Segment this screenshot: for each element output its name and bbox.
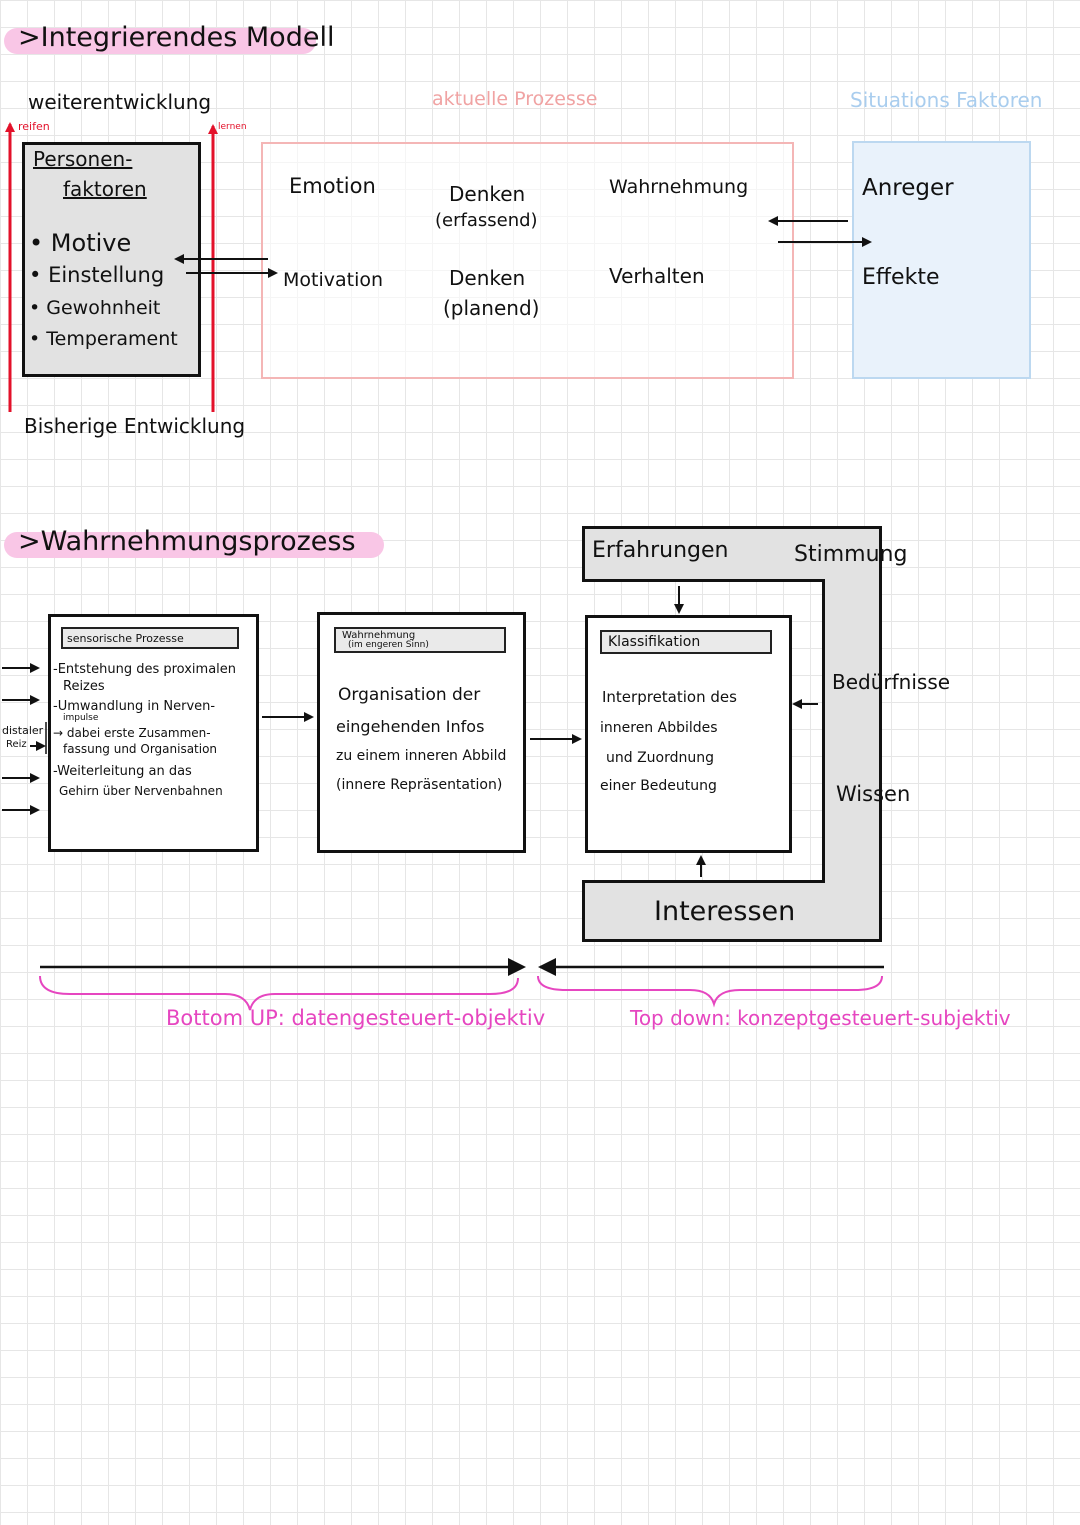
person-factor-item: • Einstellung xyxy=(29,263,165,287)
sensory-line: -Weiterleitung an das xyxy=(53,764,192,779)
process-denken-planend-line1: Denken xyxy=(449,266,526,290)
title-highlight-2 xyxy=(4,532,384,558)
perception-line: Organisation der xyxy=(338,685,481,705)
chevron-right-icon: > xyxy=(18,526,41,557)
situation-anreger: Anreger xyxy=(862,175,954,201)
person-factors-box: Personen- faktoren • Motive • Einstellun… xyxy=(22,142,201,377)
title-highlight-1 xyxy=(4,28,316,54)
top-down-brace xyxy=(537,975,883,1008)
perception-line: (innere Repräsentation) xyxy=(336,777,503,793)
sensory-line: Gehirn über Nervenbahnen xyxy=(59,784,223,798)
process-wahrnehmung: Wahrnehmung xyxy=(609,176,749,198)
process-emotion: Emotion xyxy=(289,174,376,198)
classification-title-bar: Klassifikation xyxy=(600,630,772,654)
section-title-text: Integrierendes Modell xyxy=(40,22,335,53)
perception-title-line1: Wahrnehmung xyxy=(342,630,416,641)
section-title-wahrnehmungsprozess: >Wahrnehmungsprozess xyxy=(18,526,356,557)
sensory-processes-box: sensorische Prozesse -Entstehung des pro… xyxy=(48,614,259,852)
classification-line: und Zuordnung xyxy=(606,750,715,766)
factor-wissen: Wissen xyxy=(836,782,911,806)
classification-title: Klassifikation xyxy=(608,634,701,650)
perception-line: zu einem inneren Abbild xyxy=(336,748,507,764)
current-processes-box: Emotion Denken (erfassend) Wahrnehmung M… xyxy=(261,142,794,379)
heading-aktuelle-prozesse: aktuelle Prozesse xyxy=(432,88,598,110)
classification-line: inneren Abbildes xyxy=(600,720,718,736)
top-down-arrowhead xyxy=(538,958,556,976)
lernen-label: lernen xyxy=(218,122,247,132)
factor-stimmung: Stimmung xyxy=(794,542,908,567)
frame-left-bottom xyxy=(582,880,585,942)
person-factor-item: • Gewohnheit xyxy=(29,297,161,319)
process-denken-erfassend-line2: (erfassend) xyxy=(435,210,538,231)
perception-line: eingehenden Infos xyxy=(336,717,485,736)
process-motivation: Motivation xyxy=(283,269,384,291)
process-verhalten: Verhalten xyxy=(609,264,705,288)
situation-factors-box: Anreger Effekte xyxy=(852,141,1031,379)
frame-right-band xyxy=(822,579,882,883)
perception-title-bar: Wahrnehmung (im engeren Sinn) xyxy=(334,627,506,653)
reiz-label: Reiz xyxy=(6,739,27,750)
chevron-right-icon: > xyxy=(18,22,41,53)
sensory-line: impulse xyxy=(63,713,99,723)
distaler-label: distaler xyxy=(2,724,44,737)
sensory-title: sensorische Prozesse xyxy=(67,632,184,645)
section-title-text: Wahrnehmungsprozess xyxy=(40,526,356,557)
frame-inner-line-right xyxy=(822,579,825,883)
factor-interessen: Interessen xyxy=(654,896,796,927)
factor-erfahrungen: Erfahrungen xyxy=(592,538,729,563)
top-down-frame xyxy=(582,526,882,942)
top-down-label: Top down: konzeptgesteuert-subjektiv xyxy=(630,1006,1011,1030)
sensory-line: -Entstehung des proximalen xyxy=(53,662,237,677)
person-factors-title-line2: faktoren xyxy=(63,177,147,201)
section-title-integrierendes-modell: >Integrierendes Modell xyxy=(18,22,334,53)
sensory-line: Reizes xyxy=(63,679,105,694)
frame-left-top xyxy=(582,526,585,582)
frame-bottom-band xyxy=(582,880,882,942)
frame-inner-line-bottom xyxy=(582,880,825,883)
situation-effekte: Effekte xyxy=(862,265,940,290)
factor-beduerfnisse: Bedürfnisse xyxy=(832,670,951,694)
perception-title-line2: (im engeren Sinn) xyxy=(348,640,429,650)
reifen-label: reifen xyxy=(18,120,50,133)
heading-situations-faktoren: Situations Faktoren xyxy=(850,88,1043,112)
frame-top-band xyxy=(582,526,882,582)
person-factors-title-line1: Personen- xyxy=(33,147,133,171)
sensory-line: → dabei erste Zusammen- xyxy=(53,726,211,740)
bisherige-entwicklung-label: Bisherige Entwicklung xyxy=(24,414,246,438)
classification-box: Klassifikation Interpretation des innere… xyxy=(585,615,792,853)
weiterentwicklung-label: weiterentwicklung xyxy=(28,90,212,114)
process-denken-erfassend-line1: Denken xyxy=(449,182,526,206)
process-denken-planend-line2: (planend) xyxy=(443,296,540,320)
sensory-line: fassung und Organisation xyxy=(63,742,218,756)
frame-inner-line-top xyxy=(582,579,825,582)
person-factor-item: • Motive xyxy=(29,229,132,257)
sensory-title-bar: sensorische Prozesse xyxy=(61,627,239,649)
perception-box: Wahrnehmung (im engeren Sinn) Organisati… xyxy=(317,612,526,853)
bottom-up-label: Bottom UP: datengesteuert-objektiv xyxy=(166,1006,546,1030)
bottom-up-brace xyxy=(39,975,519,1011)
sensory-line: -Umwandlung in Nerven- xyxy=(53,699,216,714)
bottom-up-arrowhead xyxy=(508,958,526,976)
classification-line: einer Bedeutung xyxy=(600,778,717,794)
person-factor-item: • Temperament xyxy=(29,328,178,350)
classification-line: Interpretation des xyxy=(602,688,737,706)
